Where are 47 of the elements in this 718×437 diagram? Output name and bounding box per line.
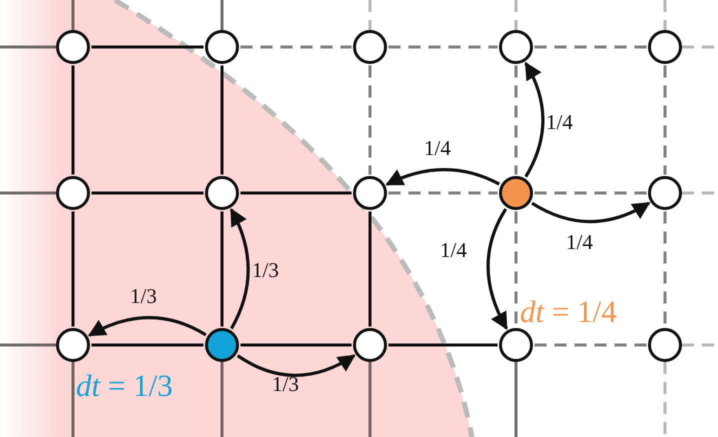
- grid-line: [514, 212, 518, 326]
- grid-line: [240, 46, 352, 48]
- grid-line: [388, 192, 498, 194]
- grid-line: [514, 66, 518, 174]
- edge-label: 1/4: [424, 138, 451, 159]
- grid-line: [92, 192, 204, 194]
- edge-label: 1/4: [440, 240, 467, 261]
- curved-arrow: [385, 168, 500, 186]
- grid-line: [220, 66, 224, 174]
- grid-line: [72, 66, 74, 174]
- grid-node: [648, 30, 682, 64]
- grid-line: [388, 344, 498, 346]
- grid-line: [388, 46, 498, 48]
- grid-node: [353, 176, 387, 210]
- grid-line: [240, 192, 352, 194]
- grid-line: [664, 212, 666, 326]
- edge-label: 1/3: [272, 374, 299, 395]
- grid-line: [240, 344, 352, 346]
- curved-arrow: [236, 354, 356, 377]
- curved-arrow: [486, 208, 508, 330]
- grid-line: [534, 192, 646, 194]
- grid-line: [534, 344, 646, 346]
- grid-line: [92, 344, 204, 346]
- grid-line: [220, 212, 224, 326]
- grid-node: [499, 328, 533, 362]
- edge-label: 1/3: [130, 286, 157, 307]
- grid-line: [368, 66, 372, 174]
- grid-line: [664, 66, 666, 174]
- highlighted-node: [499, 176, 533, 210]
- grid-node: [353, 30, 387, 64]
- edge-label: 1/4: [566, 232, 593, 253]
- grid-node: [648, 176, 682, 210]
- edge-label: 1/3: [252, 260, 279, 281]
- time-step-label: dt = 1/4: [520, 296, 617, 327]
- time-step-label: dt = 1/3: [76, 370, 173, 401]
- edge-label: 1/4: [546, 112, 573, 133]
- curved-arrow: [524, 62, 544, 178]
- curved-arrow: [230, 208, 250, 330]
- curved-arrow: [531, 202, 650, 224]
- grid-node: [205, 30, 239, 64]
- grid-line: [368, 212, 372, 326]
- grid-node: [499, 30, 533, 64]
- grid-line: [72, 212, 74, 326]
- curved-arrow: [88, 316, 207, 337]
- grid-line: [534, 46, 646, 48]
- grid-line: [92, 46, 204, 48]
- grid-node: [648, 328, 682, 362]
